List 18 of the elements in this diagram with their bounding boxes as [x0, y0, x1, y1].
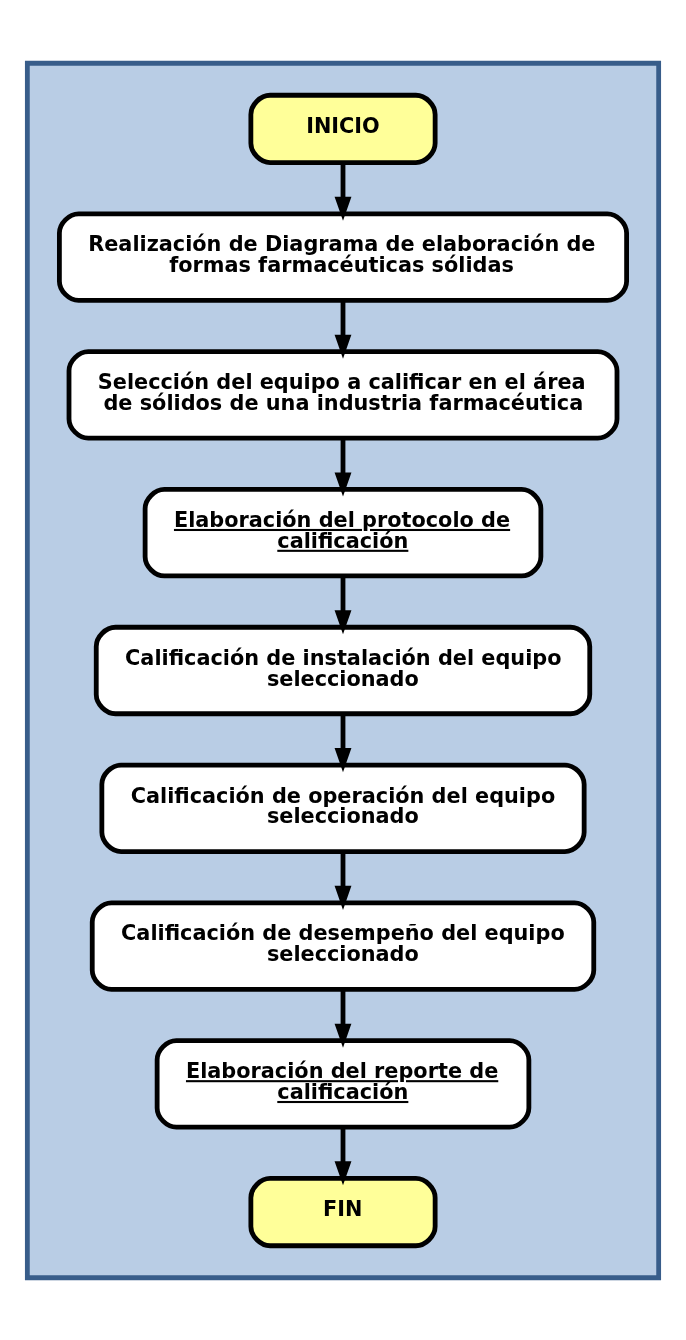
arrow	[334, 989, 352, 1048]
node-box: Realización de Diagrama de elaboración de formas farmacéuticas sólidas	[57, 210, 629, 303]
arrow	[334, 575, 352, 634]
arrow	[334, 851, 352, 910]
node-box: Selección del equipo a calificar en el área de sólidos de una industria farmacéutica	[66, 348, 620, 441]
node-box: Calificación de desempeño del equipo seleccionado	[89, 899, 597, 992]
arrow	[334, 437, 352, 497]
arrow	[334, 300, 352, 359]
arrow	[334, 713, 352, 772]
node-box: FIN	[248, 1175, 438, 1248]
node-box: INICIO	[248, 92, 438, 165]
cluster	[24, 60, 662, 1280]
node-box: Calificación de operación del equipo seleccionado	[99, 762, 587, 854]
node-box: Calificación de instalación del equipo seleccionado	[93, 624, 593, 716]
node-box: Elaboración del protocolo de calificación	[142, 486, 544, 578]
arrow	[334, 1127, 352, 1185]
arrow	[334, 162, 352, 221]
node-box: Elaboración del reporte de calificación	[154, 1037, 532, 1130]
